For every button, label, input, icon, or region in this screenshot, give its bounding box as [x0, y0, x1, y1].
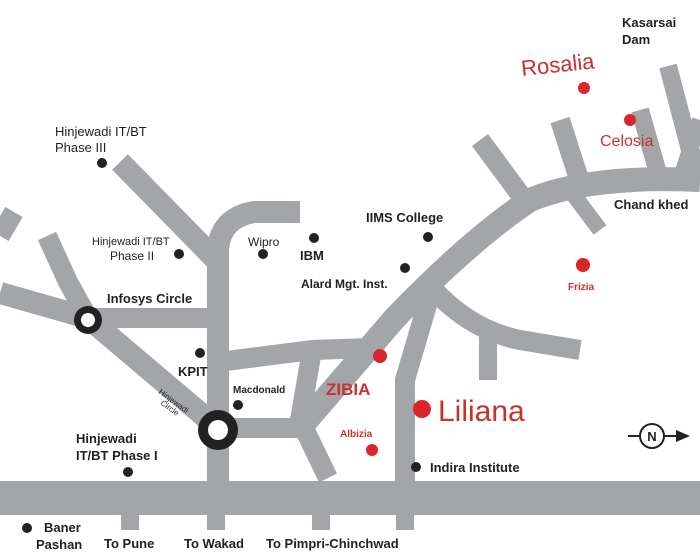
marker-iims	[423, 232, 433, 242]
marker-hinjewadi-phase1	[123, 467, 133, 477]
marker-hinjewadi-phase2	[174, 249, 184, 259]
marker-macdonald	[233, 400, 243, 410]
marker-wipro	[258, 249, 268, 259]
road-stub-left2	[37, 231, 97, 323]
road-branch-4	[631, 107, 669, 183]
label-zibia: ZIBIA	[326, 380, 370, 399]
label-rosalia: Rosalia	[520, 48, 596, 81]
road-east-loop	[424, 281, 582, 360]
marker-albizia	[366, 444, 378, 456]
label-hinjewadi-phase1-line2: IT/BT Phase I	[76, 448, 158, 463]
project-markers	[366, 82, 636, 456]
marker-hinjewadi-phase3	[97, 158, 107, 168]
label-to-wakad: To Wakad	[184, 536, 244, 551]
road-phase3	[112, 154, 226, 270]
road-indira	[395, 285, 442, 498]
marker-celosia	[624, 114, 636, 126]
label-wipro: Wipro	[248, 235, 280, 249]
road-branch-3	[563, 185, 607, 235]
place-markers	[22, 158, 433, 533]
marker-alard	[400, 263, 410, 273]
label-hinjewadi-phase1: Hinjewadi	[76, 431, 137, 446]
label-kasarsai-dam: Dam	[622, 32, 650, 47]
label-iims: IIMS College	[366, 210, 443, 225]
label-hinjewadi-phase3: Hinjewadi IT/BT	[55, 124, 147, 139]
marker-frizia	[576, 258, 590, 272]
marker-zibia	[373, 349, 387, 363]
marker-liliana	[413, 400, 431, 418]
marker-rosalia	[578, 82, 590, 94]
label-celosia: Celosia	[600, 133, 653, 150]
label-to-pune: To Pune	[104, 536, 154, 551]
label-pashan: Pashan	[36, 537, 82, 552]
roundabout-hinjewadi[interactable]	[198, 410, 238, 450]
road-branch-1	[471, 134, 537, 211]
label-kpit: KPIT	[178, 364, 208, 379]
label-kasarsai: Kasarsai	[622, 15, 676, 30]
label-macdonald: Macdonald	[233, 385, 285, 396]
label-frizia: Frizia	[568, 282, 595, 293]
label-indira: Indira Institute	[430, 460, 520, 475]
label-alard: Alard Mgt. Inst.	[301, 277, 388, 291]
label-hinjewadi-phase3-line2: Phase III	[55, 140, 106, 155]
marker-baner	[22, 523, 32, 533]
roundabout-infosys[interactable]	[74, 306, 102, 334]
compass-label: N	[647, 429, 656, 444]
label-baner: Baner	[44, 520, 81, 535]
label-ibm: IBM	[300, 248, 324, 263]
label-hinjewadi-phase2-line2: Phase II	[110, 249, 154, 263]
label-to-pimpri: To Pimpri-Chinchwad	[266, 536, 399, 551]
label-chand-khed: Chand khed	[614, 197, 688, 212]
marker-ibm	[309, 233, 319, 243]
road-branch-2	[550, 116, 590, 186]
road-branch-6	[672, 117, 700, 183]
label-infosys: Infosys Circle	[107, 291, 192, 306]
label-hinjewadi-phase2: Hinjewadi IT/BT	[92, 236, 170, 248]
road-stub-topleft	[0, 206, 23, 242]
north-arrow-icon: N	[628, 423, 690, 449]
marker-kpit	[195, 348, 205, 358]
label-albizia: Albizia	[340, 429, 373, 440]
label-liliana: Liliana	[438, 395, 525, 428]
marker-indira	[411, 462, 421, 472]
